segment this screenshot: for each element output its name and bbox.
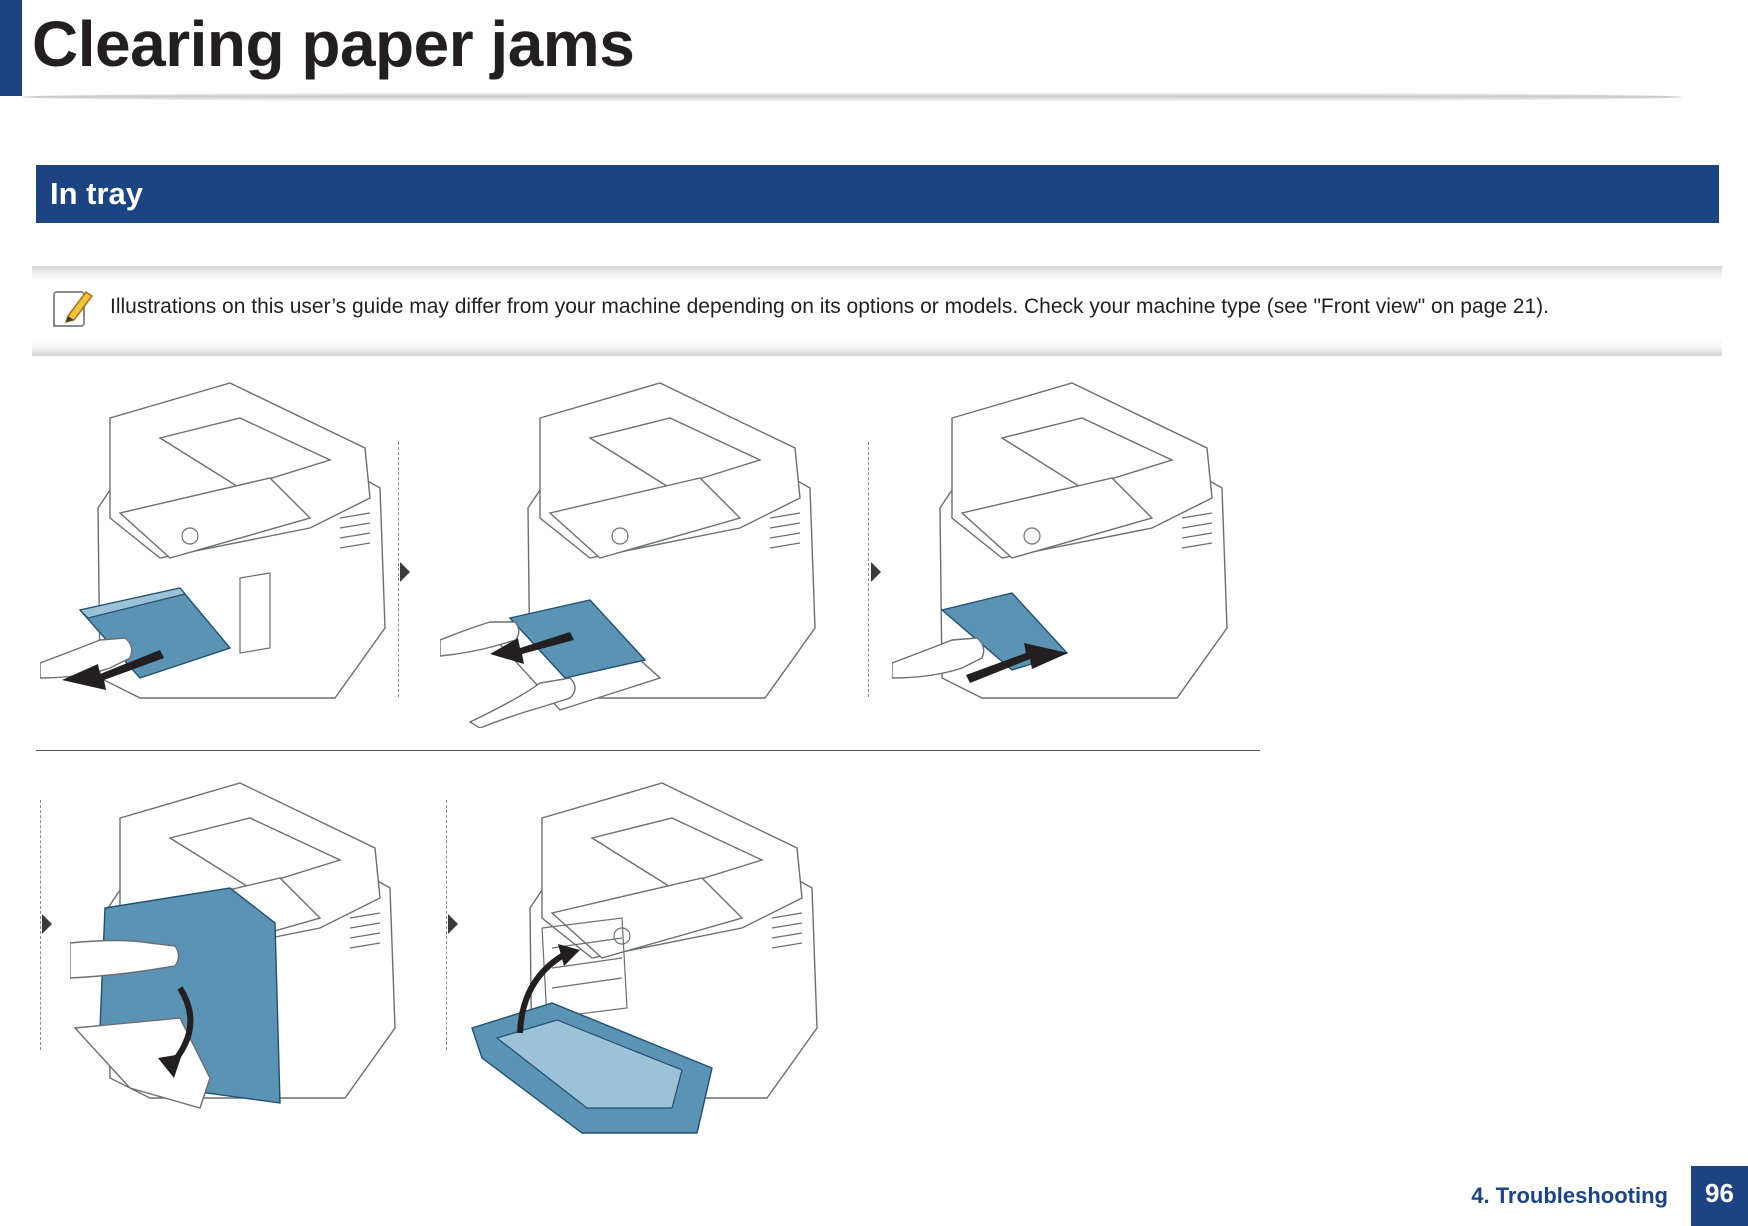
page-number-badge: 96 <box>1691 1166 1748 1226</box>
step4-illustration <box>70 782 396 1109</box>
note-box: Illustrations on this user’s guide may d… <box>32 266 1722 356</box>
step5-illustration <box>471 782 818 1134</box>
step-divider <box>398 442 399 697</box>
step-arrow-icon <box>448 914 458 934</box>
step-divider <box>868 442 869 697</box>
step-arrow-icon <box>400 562 410 582</box>
step1-illustration <box>40 382 386 699</box>
section-title: In tray <box>50 176 144 211</box>
header-accent-bar <box>0 0 22 96</box>
step2-illustration <box>440 382 816 728</box>
footer-section-label: 4. Troubleshooting <box>1471 1183 1668 1208</box>
step-divider <box>40 800 41 1050</box>
step-arrow-icon <box>42 914 52 934</box>
step-arrow-icon <box>871 562 881 582</box>
step-divider <box>446 800 447 1050</box>
section-header: In tray <box>36 165 1719 223</box>
row-separator <box>36 750 1260 751</box>
page-number: 96 <box>1705 1178 1734 1208</box>
step3-illustration <box>892 382 1228 699</box>
pencil-note-icon <box>53 290 94 327</box>
note-text: Illustrations on this user’s guide may d… <box>110 295 1549 318</box>
page-title: Clearing paper jams <box>32 8 635 80</box>
title-divider <box>22 92 1682 102</box>
